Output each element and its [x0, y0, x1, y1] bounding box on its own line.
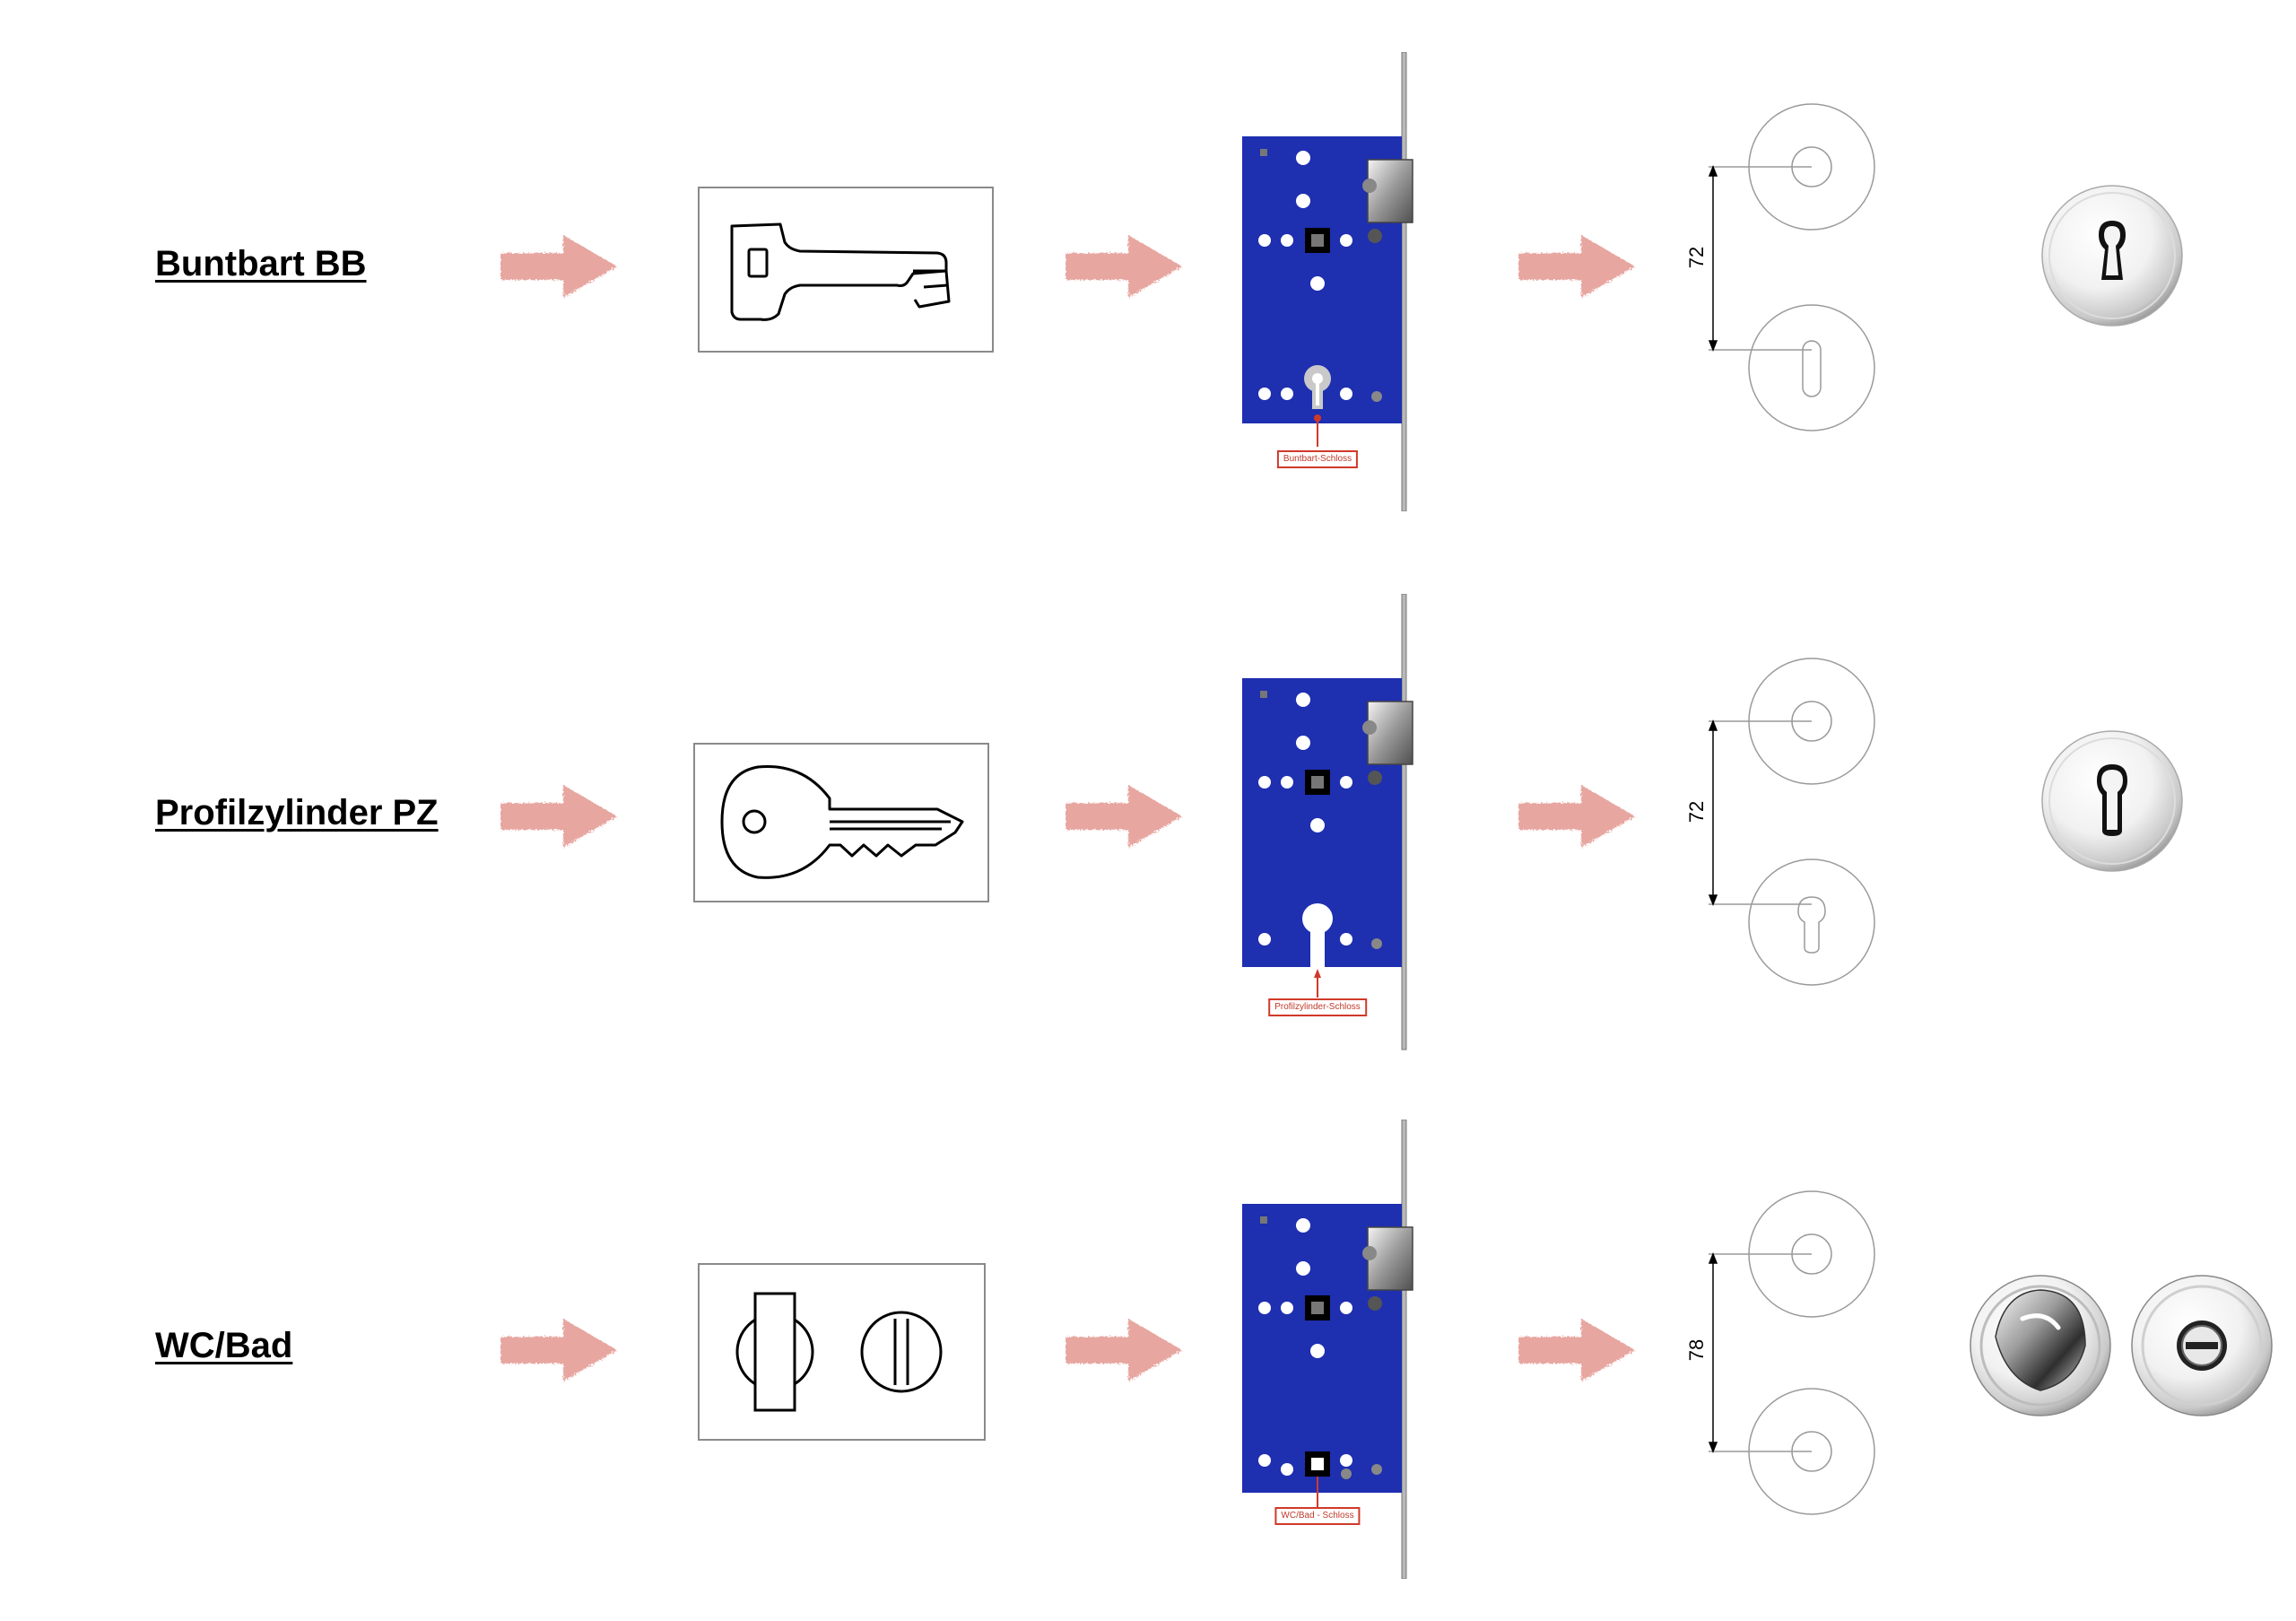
arrow-icon [500, 1319, 622, 1386]
arrow-icon [500, 235, 622, 302]
key-type-box [693, 743, 989, 902]
distance-drawing [1708, 1190, 1875, 1515]
arrow-icon [1065, 785, 1187, 852]
row-title: WC/Bad [155, 1326, 293, 1365]
lock-label: WC/Bad - Schloss [1274, 1507, 1361, 1525]
distance-label: 72 [1685, 800, 1709, 824]
bit-key-hole [1304, 365, 1331, 409]
distance-drawing [1708, 103, 1875, 431]
key-type-box [698, 1263, 986, 1441]
row-title: Profilzylinder PZ [155, 793, 439, 832]
arrow-icon [1518, 1319, 1639, 1386]
wc-turn-and-release-rosette-icon [1970, 1275, 2273, 1416]
row-title: Buntbart BB [155, 244, 367, 283]
wc-turn-release-icon [735, 1292, 943, 1412]
row-buntbart: Buntbart BB [0, 0, 2296, 538]
arrow-icon [500, 785, 622, 852]
mortise-lock [1242, 1120, 1413, 1579]
arrow-icon [1065, 1319, 1187, 1386]
row-wc-bad: WC/Bad [0, 1076, 2296, 1615]
distance-label: 78 [1685, 1338, 1709, 1362]
wc-square-hole [1305, 1451, 1330, 1477]
lock-label: Buntbart-Schloss [1276, 450, 1359, 468]
arrow-icon [1065, 235, 1187, 302]
profile-cylinder-hole [1302, 903, 1333, 969]
cylinder-key-icon [720, 764, 964, 879]
mortise-lock [1242, 52, 1413, 511]
bit-key-rosette-icon [2041, 185, 2183, 327]
mortise-lock [1242, 594, 1413, 1050]
arrow-icon [1518, 235, 1639, 302]
profile-cylinder-rosette-icon [2041, 730, 2183, 872]
lock-label: Profilzylinder-Schloss [1268, 998, 1367, 1016]
distance-label: 72 [1685, 246, 1709, 269]
distance-drawing [1708, 658, 1875, 986]
bit-key-icon [730, 222, 951, 321]
row-profilzylinder: Profilzylinder PZ [0, 538, 2296, 1076]
key-type-box [698, 187, 994, 353]
arrow-icon [1518, 785, 1639, 852]
